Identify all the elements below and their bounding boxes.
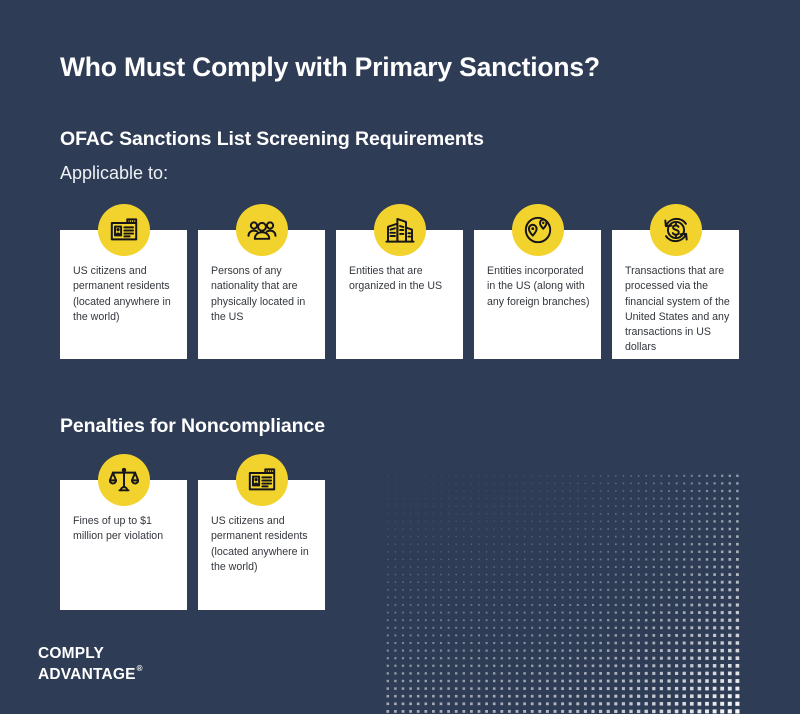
id-card-icon (235, 454, 288, 506)
halftone-dot-grid (386, 474, 740, 714)
dollar-cycle-icon (649, 204, 702, 256)
logo-line-1: COMPLY (38, 645, 105, 662)
id-card-icon (97, 204, 150, 256)
card-text: Entities that are organized in the US (349, 265, 443, 293)
card-transactions-usd[interactable]: Transactions that are processed via the … (612, 204, 739, 359)
card-text: Persons of any nationality that are phys… (211, 265, 306, 323)
card-text: Transactions that are processed via the … (625, 265, 730, 354)
globe-pin-icon (511, 204, 564, 256)
card-us-citizens[interactable]: US citizens and permanent residents (loc… (60, 204, 187, 359)
card-penalty-us-citizens[interactable]: US citizens and permanent residents (loc… (198, 454, 325, 610)
logo-line-2: ADVANTAGE (38, 665, 136, 683)
card-text: US citizens and permanent residents (loc… (73, 265, 171, 323)
section-title-ofac: OFAC Sanctions List Screening Requiremen… (60, 128, 484, 150)
card-fines[interactable]: Fines of up to $1 million per violation (60, 454, 187, 610)
card-text: Fines of up to $1 million per violation (73, 515, 164, 543)
penalties-card-row: Fines of up to $1 million per violation (60, 454, 325, 610)
card-persons-any-nationality[interactable]: Persons of any nationality that are phys… (198, 204, 325, 359)
ofac-card-row: US citizens and permanent residents (loc… (60, 204, 739, 359)
buildings-icon (373, 204, 426, 256)
section-title-penalties: Penalties for Noncompliance (60, 415, 325, 437)
card-text: Entities incorporated in the US (along w… (487, 265, 590, 308)
brand-logo: COMPLY ADVANTAGE® (38, 645, 143, 683)
scales-icon (97, 454, 150, 506)
section-subtitle-applicable: Applicable to: (60, 163, 169, 183)
page-title: Who Must Comply with Primary Sanctions? (60, 52, 600, 82)
card-entities-organized[interactable]: Entities that are organized in the US (336, 204, 463, 359)
card-entities-incorporated[interactable]: Entities incorporated in the US (along w… (474, 204, 601, 359)
card-text: US citizens and permanent residents (loc… (211, 515, 309, 573)
registered-trademark-icon: ® (136, 663, 143, 673)
people-group-icon (235, 204, 288, 256)
